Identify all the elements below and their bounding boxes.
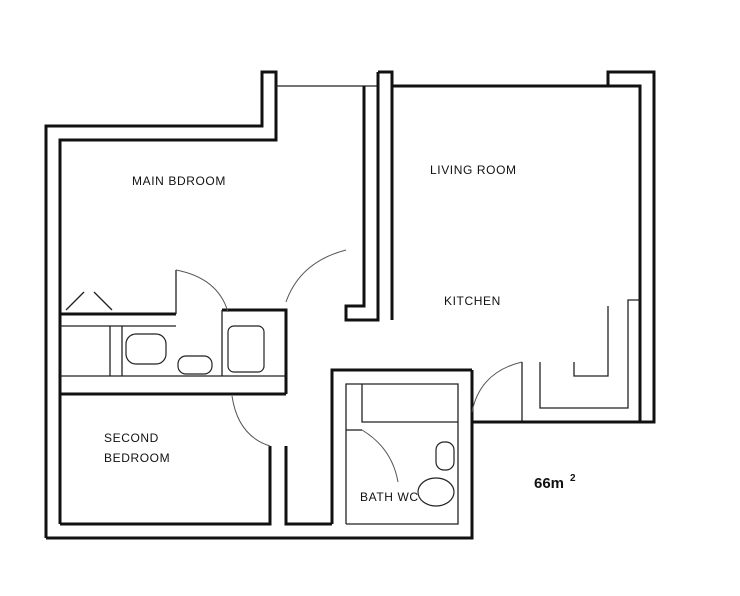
fixtures: [125, 325, 455, 507]
floor-area-value: 66m: [534, 475, 564, 492]
room-labels: MAIN BDROOM LIVING ROOM KITCHEN SECOND B…: [104, 163, 517, 504]
interior-walls: [60, 270, 472, 526]
bath-sink-icon: [435, 441, 455, 471]
bath-toilet-icon: [417, 477, 455, 507]
toilet-icon: [125, 333, 167, 365]
doors: [175, 249, 523, 483]
living-room-label: LIVING ROOM: [430, 163, 517, 177]
second-bedroom-label-line2: BEDROOM: [104, 451, 170, 465]
bath-wc-label: BATH WC: [360, 490, 419, 504]
floor-area: 66m 2: [534, 473, 576, 492]
main-bedroom-label: MAIN BDROOM: [132, 174, 226, 188]
sink-icon: [177, 355, 213, 375]
exterior-walls: [44, 70, 656, 540]
shower-icon: [227, 325, 265, 373]
kitchen-label: KITCHEN: [444, 294, 501, 308]
second-bedroom-label-line1: SECOND: [104, 431, 159, 445]
floor-area-unit-superscript: 2: [570, 473, 576, 484]
